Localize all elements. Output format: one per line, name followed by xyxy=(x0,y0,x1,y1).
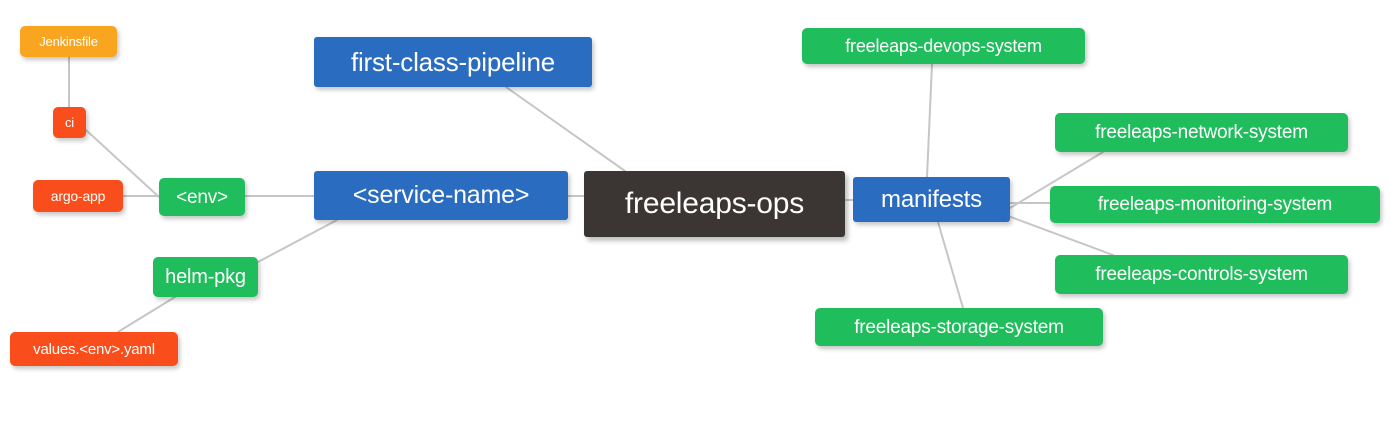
mindmap-node-devops-sys[interactable]: freeleaps-devops-system xyxy=(802,28,1085,64)
edge-manifests-to-storage-sys xyxy=(937,221,964,309)
mindmap-node-network-sys[interactable]: freeleaps-network-system xyxy=(1055,113,1348,152)
mindmap-node-helm-pkg[interactable]: helm-pkg xyxy=(153,257,258,297)
edge-helm-pkg-to-values-yaml xyxy=(117,296,176,333)
mindmap-node-monitor-sys[interactable]: freeleaps-monitoring-system xyxy=(1050,186,1380,223)
mindmap-node-argo-app[interactable]: argo-app xyxy=(33,180,123,212)
mindmap-node-controls-sys[interactable]: freeleaps-controls-system xyxy=(1055,255,1348,294)
edge-pipeline-to-root xyxy=(505,86,626,172)
mindmap-node-env[interactable]: <env> xyxy=(159,178,245,216)
mindmap-node-pipeline[interactable]: first-class-pipeline xyxy=(314,37,592,87)
mindmap-node-jenkinsfile[interactable]: Jenkinsfile xyxy=(20,26,117,57)
mindmap-node-root[interactable]: freeleaps-ops xyxy=(584,171,845,237)
edge-manifests-to-devops-sys xyxy=(926,63,933,178)
mindmap-node-manifests[interactable]: manifests xyxy=(853,177,1010,222)
mindmap-node-values-yaml[interactable]: values.<env>.yaml xyxy=(10,332,178,366)
edge-service-name-to-helm-pkg xyxy=(257,219,338,263)
mindmap-node-service-name[interactable]: <service-name> xyxy=(314,171,568,220)
mindmap-node-storage-sys[interactable]: freeleaps-storage-system xyxy=(815,308,1103,346)
mindmap-node-ci[interactable]: ci xyxy=(53,107,86,138)
